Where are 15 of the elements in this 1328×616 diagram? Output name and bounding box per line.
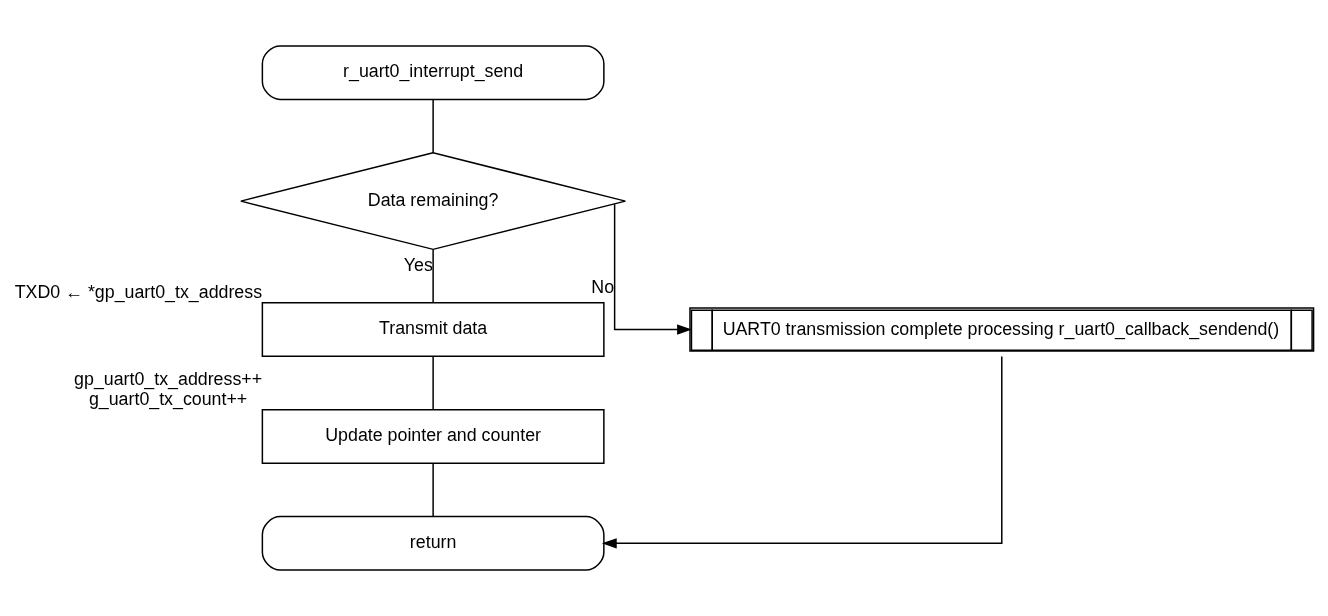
node-box: Transmit data <box>261 302 605 357</box>
node-box: r_uart0_interrupt_send <box>261 45 605 101</box>
arrow <box>601 355 1003 549</box>
node-label: gp_uart0_tx_address++ <box>74 369 263 390</box>
edge-label: No <box>591 277 615 298</box>
node-box: Update pointer and counter <box>261 408 605 464</box>
node-box: return <box>261 515 605 571</box>
connector <box>432 355 434 410</box>
node-diamond: Data remaining? <box>240 152 627 251</box>
node-label: g_uart0_tx_count++ <box>88 388 248 409</box>
connector <box>432 248 434 304</box>
arrow <box>613 203 692 335</box>
node-label: TXD0 ← *gp_uart0_tx_address <box>14 281 263 302</box>
connector <box>432 462 434 517</box>
connector <box>432 99 434 154</box>
